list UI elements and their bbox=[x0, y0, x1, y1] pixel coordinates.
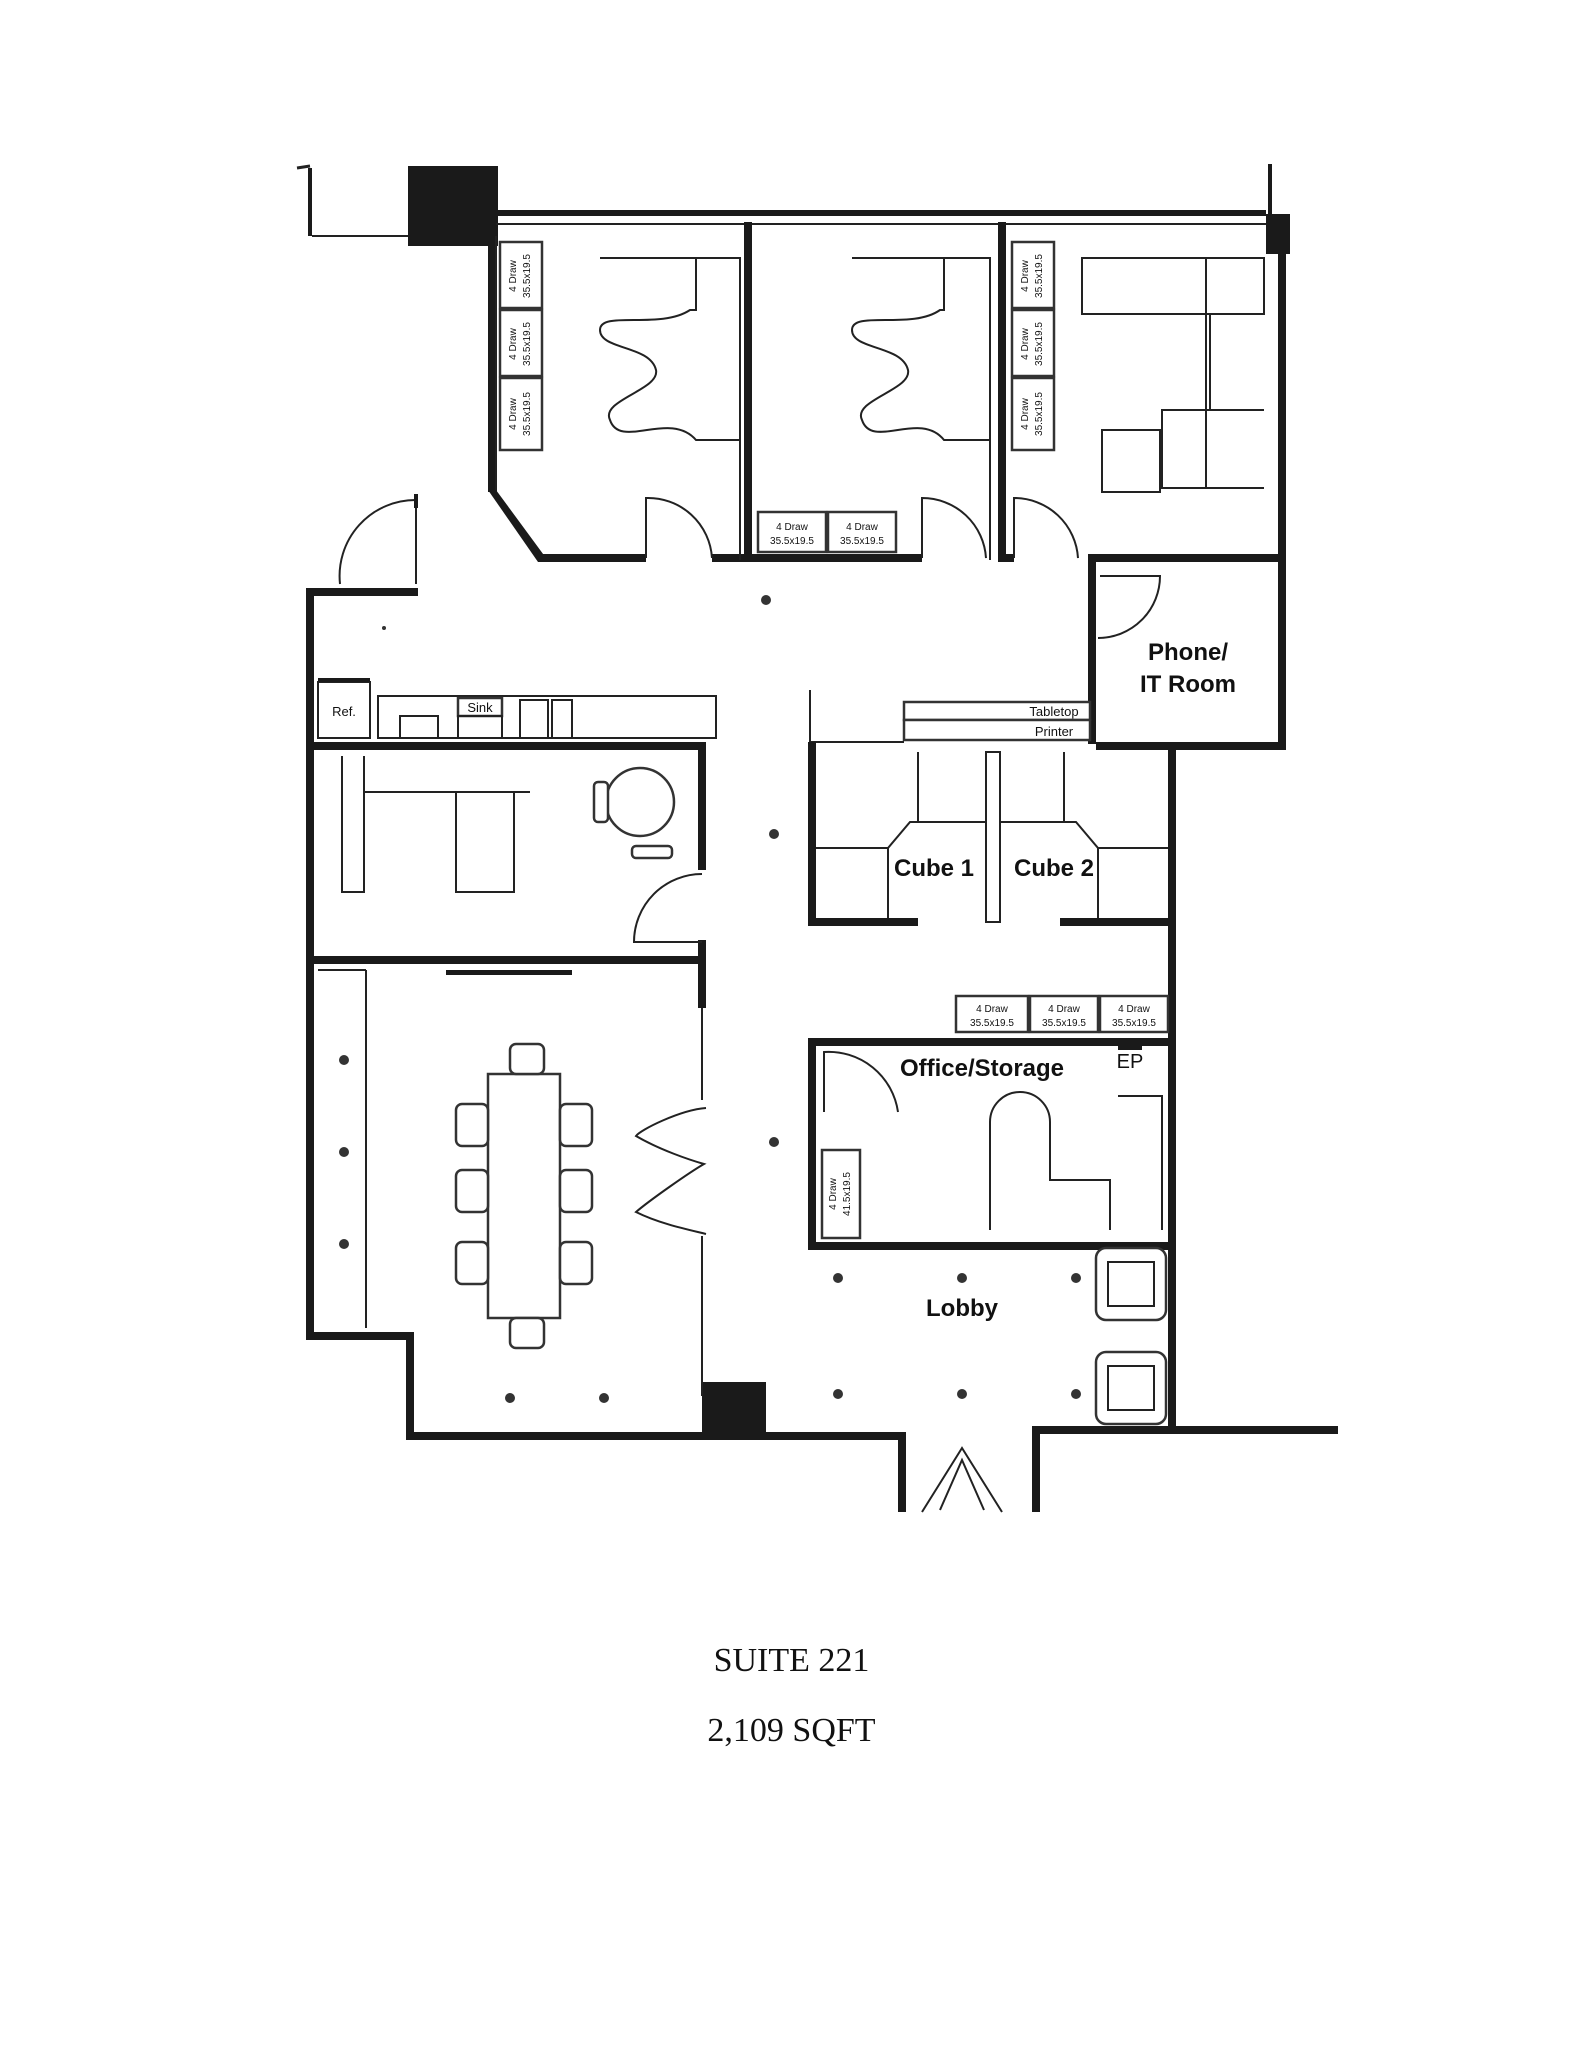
cabinet-size: 35.5x19.5 bbox=[522, 254, 533, 298]
kitchenette: Ref. Sink bbox=[317, 678, 717, 739]
ep-label: EP bbox=[1117, 1051, 1144, 1073]
cabinet-size: 35.5x19.5 bbox=[522, 322, 533, 366]
cube-2-label: Cube 2 bbox=[1014, 855, 1094, 882]
file-cabinets-office-1: 4 Draw 35.5x19.5 4 Draw 35.5x19.5 4 Draw… bbox=[498, 240, 544, 452]
tabletop-label: Tabletop bbox=[1029, 704, 1078, 719]
phone-it-room-label-1: Phone/ bbox=[1148, 639, 1228, 666]
cabinet-label: 4 Draw bbox=[508, 327, 519, 359]
cabinet-label: 4 Draw bbox=[508, 259, 519, 291]
cabinet-label: 4 Draw bbox=[1020, 259, 1031, 291]
top-offices bbox=[338, 222, 1286, 744]
cabinet-label: 4 Draw bbox=[1020, 397, 1031, 429]
file-cabinets-office-2: 4 Draw 35.5x19.5 4 Draw 35.5x19.5 bbox=[756, 510, 898, 554]
suite-caption: SUITE 221 bbox=[713, 1642, 870, 1679]
desk-office-1 bbox=[598, 257, 741, 560]
phone-it-room: Tabletop Printer Phone/ IT Room bbox=[809, 639, 1286, 750]
office-storage-room: 4 Draw 35.5x19.5 4 Draw 35.5x19.5 4 Draw… bbox=[808, 994, 1176, 1250]
printer-label: Printer bbox=[1035, 724, 1074, 739]
cabinet-size: 35.5x19.5 bbox=[1034, 254, 1045, 298]
ceiling-lights bbox=[339, 595, 1081, 1403]
cube-area: Cube 1 Cube 2 bbox=[808, 742, 1176, 926]
area-caption: 2,109 SQFT bbox=[707, 1712, 876, 1749]
sink-label: Sink bbox=[467, 700, 493, 715]
cube-1-label: Cube 1 bbox=[894, 855, 974, 882]
lobby: Lobby bbox=[921, 1246, 1168, 1513]
left-middle-office bbox=[306, 742, 706, 964]
cabinet-label: 4 Draw bbox=[976, 1004, 1008, 1015]
file-cabinets-office-3: 4 Draw 35.5x19.5 4 Draw 35.5x19.5 4 Draw… bbox=[1010, 240, 1056, 452]
desk-office-2 bbox=[850, 257, 991, 560]
ref-label: Ref. bbox=[332, 704, 356, 719]
cabinet-size: 35.5x19.5 bbox=[1034, 322, 1045, 366]
cabinet-size: 35.5x19.5 bbox=[970, 1018, 1014, 1029]
cabinet-size: 35.5x19.5 bbox=[1112, 1018, 1156, 1029]
cabinet-label: 4 Draw bbox=[1020, 327, 1031, 359]
phone-it-room-label-2: IT Room bbox=[1140, 671, 1236, 698]
cabinet-label: 4 Draw bbox=[1048, 1004, 1080, 1015]
cabinet-size: 35.5x19.5 bbox=[1034, 392, 1045, 436]
exterior-walls bbox=[296, 164, 1338, 1512]
cabinet-label: 4 Draw bbox=[776, 522, 808, 533]
cabinet-size: 41.5x19.5 bbox=[842, 1172, 853, 1216]
cabinet-size: 35.5x19.5 bbox=[522, 392, 533, 436]
desk-office-3 bbox=[1081, 257, 1265, 493]
office-storage-label: Office/Storage bbox=[900, 1055, 1064, 1082]
cabinet-size: 35.5x19.5 bbox=[840, 536, 884, 547]
cabinet-label: 4 Draw bbox=[1118, 1004, 1150, 1015]
lobby-label: Lobby bbox=[926, 1295, 999, 1322]
cabinet-label: 4 Draw bbox=[846, 522, 878, 533]
conference-room bbox=[318, 960, 707, 1396]
cabinet-size: 35.5x19.5 bbox=[1042, 1018, 1086, 1029]
cabinet-label: 4 Draw bbox=[828, 1177, 839, 1209]
cabinet-size: 35.5x19.5 bbox=[770, 536, 814, 547]
cabinet-label: 4 Draw bbox=[508, 397, 519, 429]
